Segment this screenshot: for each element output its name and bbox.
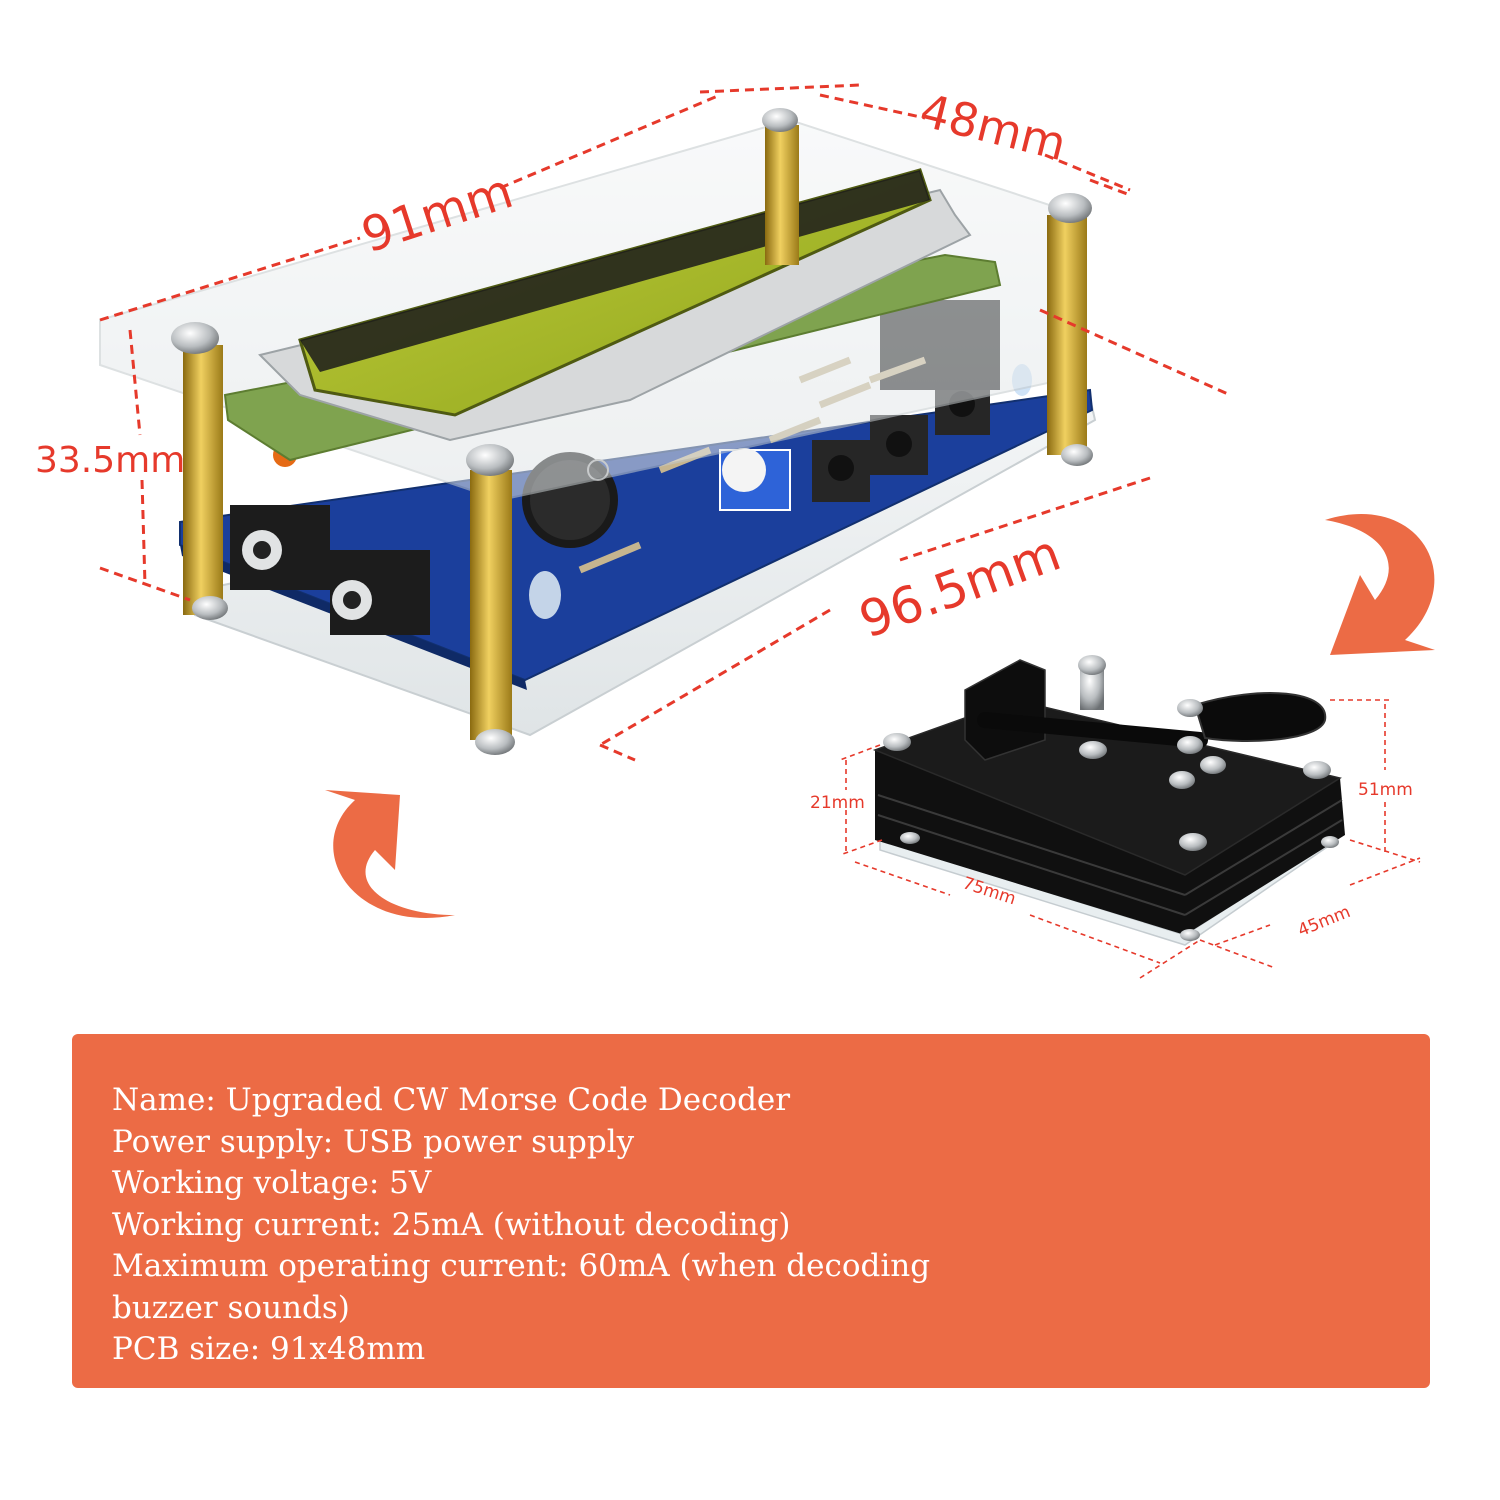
morse-key-photo [872,655,1345,946]
dim-case-length-label: 96.5mm [852,524,1068,650]
screw-heads [171,108,1093,755]
spec-working-current: Working current: 25mA (without decoding) [112,1206,791,1243]
spec-max-current: Maximum operating current: 60mA (when de… [112,1248,931,1326]
spec-power-supply: Power supply: USB power supply [112,1123,635,1160]
curved-arrow-up-icon [325,790,455,918]
spec-name: Name: Upgraded CW Morse Code Decoder [112,1082,791,1118]
brass-standoffs [183,125,1087,740]
key-dimension-lines [839,699,1421,979]
spec-pcb-size: PCB size: 91x48mm [112,1331,426,1367]
spec-working-voltage: Working voltage: 5V [112,1165,432,1201]
spec-panel: Name: Upgraded CW Morse Code Decoder Pow… [72,1034,1430,1388]
dim-key-width-label: 45mm [1295,902,1353,941]
dim-height-label: 33.5mm [35,440,185,481]
curved-arrow-down-icon [1325,514,1435,655]
dim-key-lever-label: 51mm [1358,780,1413,800]
decoder-board-photo [99,108,1097,755]
board-dimension-lines [99,83,1231,762]
dim-width-label: 48mm [915,83,1072,171]
dim-key-height-label: 21mm [810,793,865,813]
